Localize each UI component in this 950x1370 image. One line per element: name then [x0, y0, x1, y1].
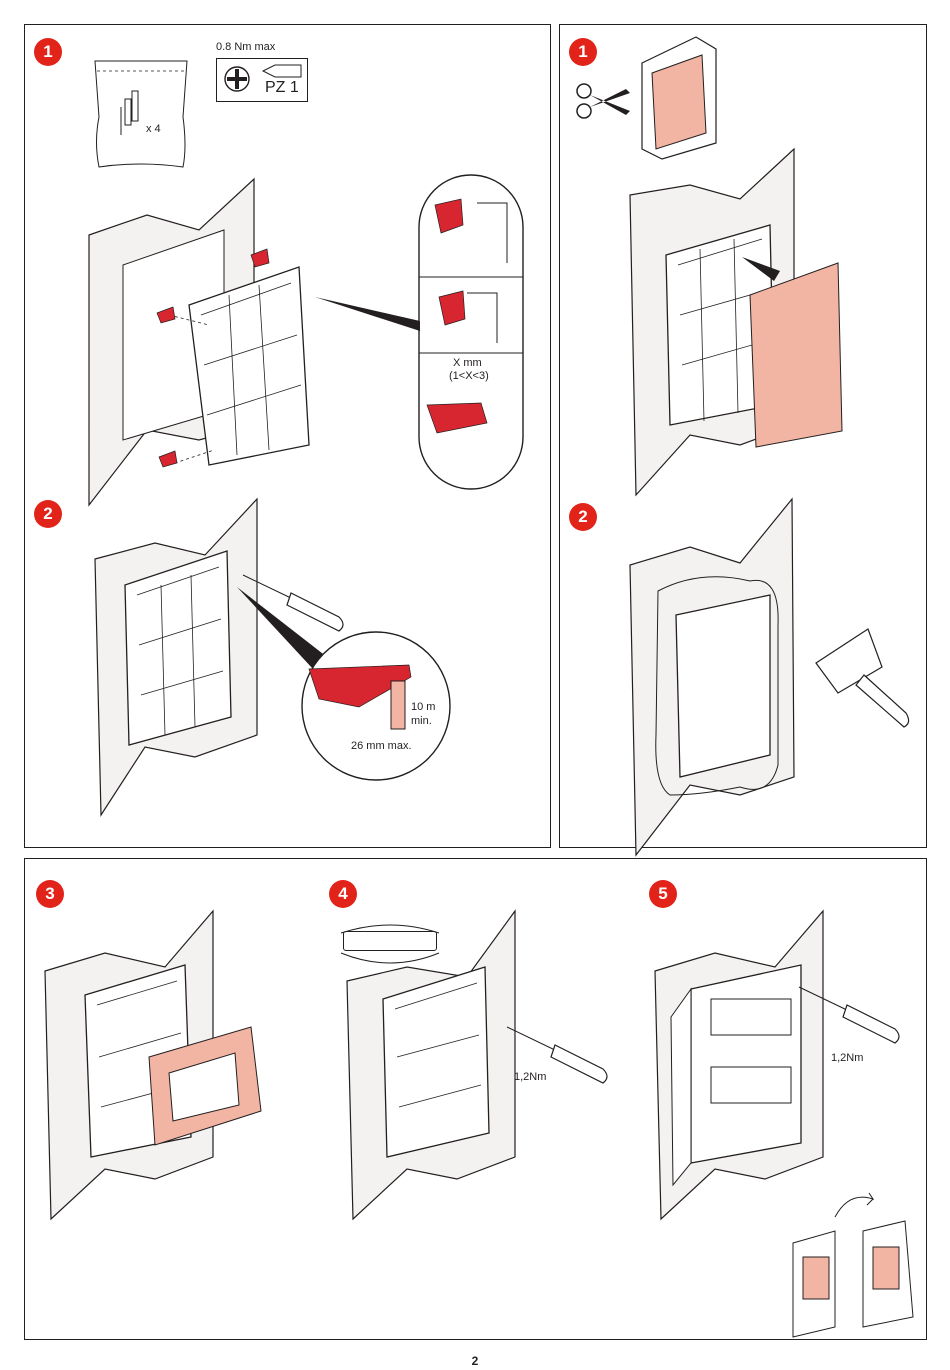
- step-badge-2: 2: [34, 500, 62, 528]
- step-badge-5: 5: [649, 880, 677, 908]
- phillips-screw-icon: [224, 66, 250, 92]
- panel-installation-left: 1 2 x 4 0.8 Nm max PZ 1: [24, 24, 551, 848]
- scissors-icon: [576, 83, 630, 119]
- screwdriver-icon: [506, 1026, 608, 1084]
- step-badge-4: 4: [329, 880, 357, 908]
- step-badge-1: 1: [569, 38, 597, 66]
- screwdriver-icon: [798, 986, 900, 1044]
- step-badge-2: 2: [569, 503, 597, 531]
- wall-mounting-illustration: [88, 177, 310, 507]
- cover-box-illustration: [641, 36, 717, 160]
- spirit-level-icon: [343, 931, 437, 951]
- wall-cover-illustration: [629, 147, 843, 497]
- depth-detail-circle: [301, 631, 451, 781]
- torque-label: 0.8 Nm max: [216, 41, 276, 53]
- panel-assembly-bottom: 3 4 5 1,2Nm 1,2Nm: [24, 858, 927, 1340]
- wall-plaster-illustration: [629, 497, 795, 857]
- parts-bag-illustration: [94, 60, 188, 168]
- min-depth-label: 10 m: [411, 701, 436, 713]
- detail-capsule: [418, 174, 524, 490]
- door-reverse-illustration: [792, 1192, 914, 1338]
- x-range-label: (1<X<3): [449, 370, 489, 382]
- x-mm-label: X mm: [453, 357, 482, 369]
- bit-label: PZ 1: [265, 79, 299, 96]
- wall-flush-illustration: [94, 497, 258, 817]
- frame-mount-illustration: [44, 909, 262, 1221]
- enclosure-door-illustration: [654, 909, 824, 1221]
- panel-installation-right: 1 2: [559, 24, 927, 857]
- screwdriver-bit-icon: [261, 64, 302, 78]
- rotate-arrow-icon: [340, 924, 440, 964]
- page-number: 2: [471, 1354, 479, 1368]
- torque-step4-label: 1,2Nm: [514, 1071, 547, 1083]
- step-badge-1: 1: [34, 38, 62, 66]
- max-depth-label: 26 mm max.: [351, 740, 412, 752]
- step-badge-3: 3: [36, 880, 64, 908]
- depth-detail-pointer: [237, 587, 327, 669]
- torque-step5-label: 1,2Nm: [831, 1052, 864, 1064]
- detail-pointer: [315, 297, 420, 331]
- screw-bit-box: PZ 1: [216, 58, 308, 102]
- quantity-label: x 4: [146, 123, 161, 135]
- frame-level-illustration: [346, 909, 516, 1221]
- min-label: min.: [411, 715, 432, 727]
- screwdriver-icon: [242, 574, 344, 632]
- spatula-icon: [815, 628, 910, 728]
